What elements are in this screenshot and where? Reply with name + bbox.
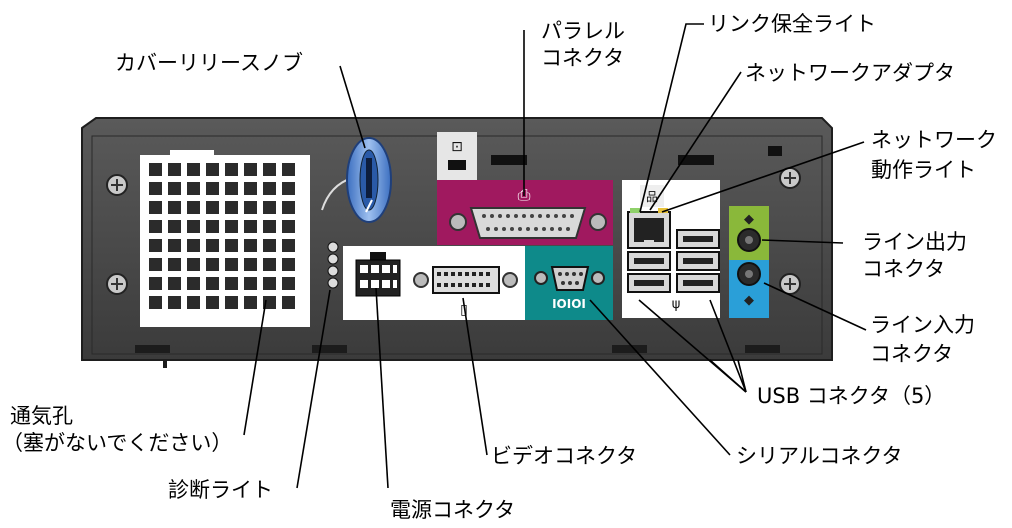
usb-ports[interactable]: ψ: [627, 229, 720, 312]
audio-jacks: ◆ ◆: [729, 206, 769, 318]
monitor-port-icon: ▯: [460, 302, 468, 318]
audio-out-icon: ◆: [744, 212, 754, 227]
network-adapter-port[interactable]: [627, 208, 671, 249]
link-integrity-light: [630, 208, 640, 213]
label-link-integrity-light: リンク保全ライト: [708, 12, 876, 36]
network-activity-light: [658, 208, 668, 213]
lock-slot: ⊡: [437, 132, 477, 180]
power-connector[interactable]: [343, 246, 405, 320]
cover-release-knob[interactable]: [321, 137, 392, 223]
label-vents-1: 通気孔: [10, 404, 73, 428]
network-icon: 品: [646, 190, 658, 204]
diagnostic-lights: [327, 241, 339, 289]
label-video-connector: ビデオコネクタ: [491, 444, 638, 468]
label-network-adapter: ネットワークアダプタ: [745, 61, 955, 85]
serial-connector[interactable]: IOIOI: [525, 246, 613, 320]
label-diagnostic-lights: 診断ライト: [168, 478, 273, 502]
vent-grille: [140, 150, 310, 327]
screw-icon: [779, 167, 801, 189]
label-network-activity-1: ネットワーク: [871, 128, 997, 152]
screw-icon: [106, 273, 128, 295]
parallel-connector[interactable]: ⎙: [437, 180, 613, 245]
serial-port-icon: IOIOI: [552, 297, 586, 311]
label-power-connector: 電源コネクタ: [390, 498, 516, 522]
screw-icon: [779, 273, 801, 295]
usb-icon: ψ: [672, 297, 681, 312]
label-cover-release-knob: カバーリリースノブ: [115, 51, 303, 75]
label-network-activity-2: 動作ライト: [871, 158, 976, 182]
lock-icon: ⊡: [451, 139, 463, 155]
label-usb-connectors: USB コネクタ（5）: [757, 384, 946, 408]
video-connector[interactable]: ▯: [405, 246, 525, 320]
label-line-out-1: ライン出力: [862, 230, 967, 254]
label-line-out-2: コネクタ: [862, 257, 946, 281]
screw-icon: [106, 174, 128, 196]
label-parallel-connector-2: コネクタ: [541, 46, 625, 70]
label-line-in-1: ライン入力: [870, 313, 975, 337]
audio-in-icon: ◆: [744, 293, 754, 308]
label-line-in-2: コネクタ: [870, 342, 954, 366]
label-serial-connector: シリアルコネクタ: [736, 444, 903, 468]
leader-lines: [243, 23, 867, 489]
label-vents-2: （塞がないでください）: [2, 431, 233, 455]
label-parallel-connector-1: パラレル: [541, 19, 625, 43]
